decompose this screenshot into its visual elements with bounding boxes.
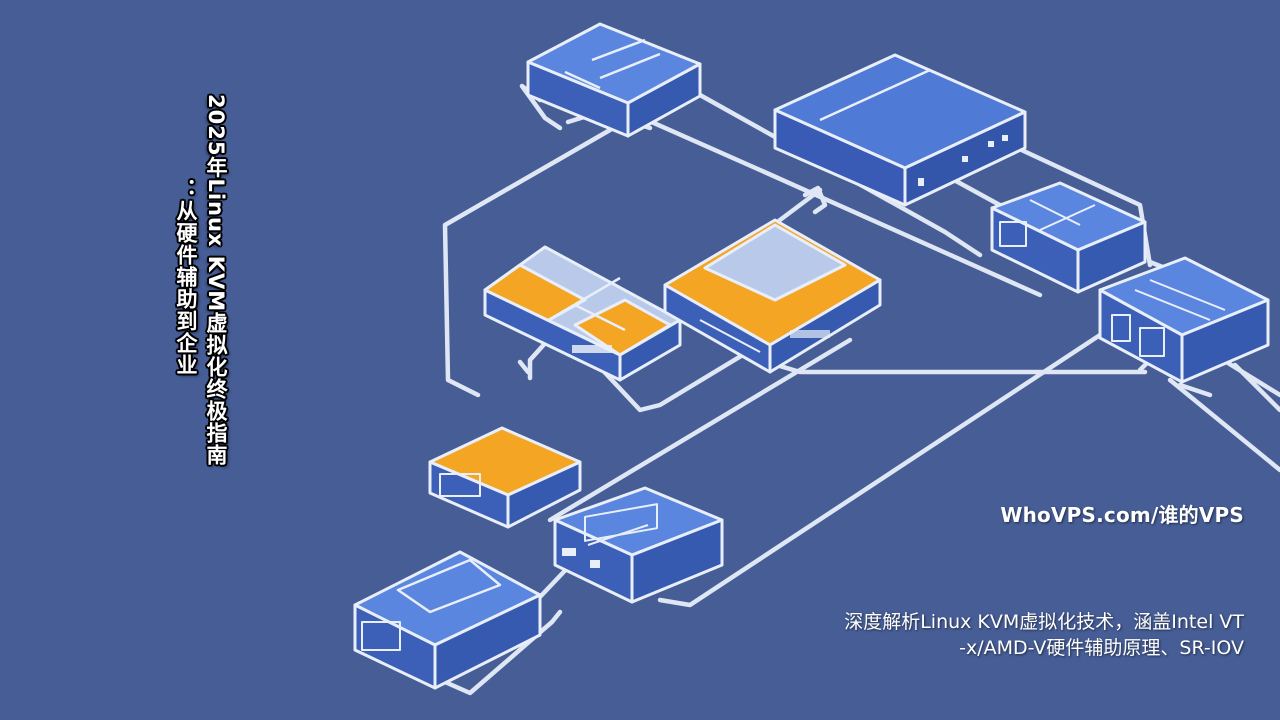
cable	[442, 127, 613, 398]
server-icon	[553, 486, 724, 604]
site-label: WhoVPS.com/谁的VPS	[1000, 503, 1244, 527]
server-icon	[526, 22, 702, 138]
cable	[1167, 377, 1280, 473]
cable	[527, 337, 551, 381]
server-icon	[990, 181, 1147, 294]
cable	[1177, 382, 1213, 398]
page-title-line-1: 2025年Linux KVM虚拟化终极指南	[204, 94, 228, 467]
cable	[442, 609, 563, 696]
cable	[1232, 362, 1280, 413]
server-icon	[663, 218, 882, 374]
description-line-2: -x/AMD-V硬件辅助原理、SR-IOV	[959, 637, 1244, 659]
cable	[802, 185, 828, 215]
cable	[517, 359, 531, 375]
cable	[997, 137, 1153, 268]
cable	[617, 105, 1043, 298]
description-line-1: 深度解析Linux KVM虚拟化技术，涵盖Intel VT	[844, 611, 1244, 633]
cable	[657, 332, 1103, 608]
switch-icon	[773, 53, 1027, 207]
server-icon	[353, 550, 542, 690]
server-icon	[428, 426, 582, 529]
switch-icon	[483, 245, 682, 382]
server-icon	[1098, 256, 1270, 384]
page-title-line-2: ：从硬件辅助到企业	[174, 178, 198, 376]
